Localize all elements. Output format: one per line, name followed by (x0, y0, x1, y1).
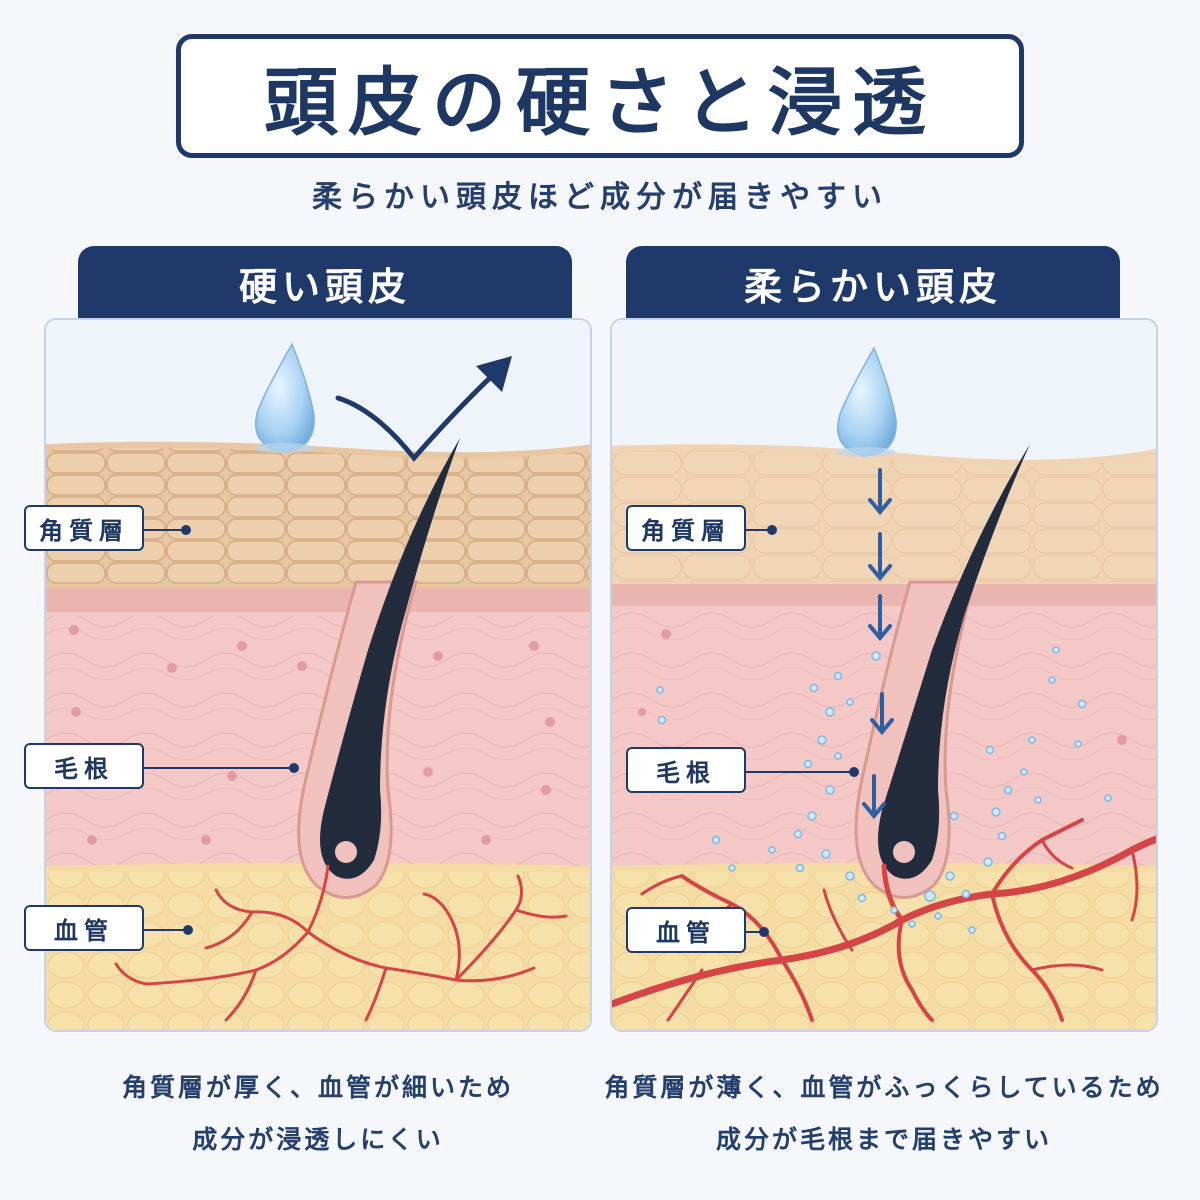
panel-header-hard: 硬い頭皮 (78, 246, 572, 320)
absorption-bubbles (656, 646, 1112, 934)
blood-vessel-icon (114, 864, 568, 1022)
caption-hard: 角質層が厚く、血管が細いため 成分が浸透しにくい (44, 1062, 592, 1166)
soft-scalp-illustration (612, 320, 1156, 1030)
title-box: 頭皮の硬さと浸透 (176, 34, 1024, 158)
caption-hard-line2: 成分が浸透しにくい (192, 1125, 444, 1154)
page-title: 頭皮の硬さと浸透 (264, 59, 936, 146)
label-root-hard: 毛根 (24, 743, 144, 789)
page-subtitle: 柔らかい頭皮ほど成分が届きやすい (312, 180, 888, 215)
caption-soft-line1: 角質層が薄く、血管がふっくらしているため (604, 1073, 1164, 1102)
panel-soft-scalp (610, 318, 1158, 1032)
label-vessel-hard: 血管 (24, 905, 144, 951)
caption-hard-line1: 角質層が厚く、血管が細いため (121, 1073, 514, 1102)
caption-soft: 角質層が薄く、血管がふっくらしているため 成分が毛根まで届きやすい (600, 1062, 1168, 1166)
caption-soft-line2: 成分が毛根まで届きやすい (715, 1125, 1052, 1154)
panel-header-soft: 柔らかい頭皮 (626, 246, 1120, 320)
label-stratum-soft: 角質層 (626, 505, 746, 551)
label-vessel-soft: 血管 (626, 907, 746, 953)
down-arrow-icon (862, 468, 894, 820)
hair-strand-icon (878, 444, 1030, 879)
panel-heading-soft: 柔らかい頭皮 (743, 264, 1002, 309)
panel-heading-hard: 硬い頭皮 (238, 264, 411, 309)
bounce-arrow-icon (335, 369, 499, 462)
blood-vessel-icon (612, 818, 1156, 1022)
label-root-soft: 毛根 (626, 747, 746, 793)
label-stratum-hard: 角質層 (24, 505, 144, 551)
hair-strand-icon (320, 438, 460, 879)
